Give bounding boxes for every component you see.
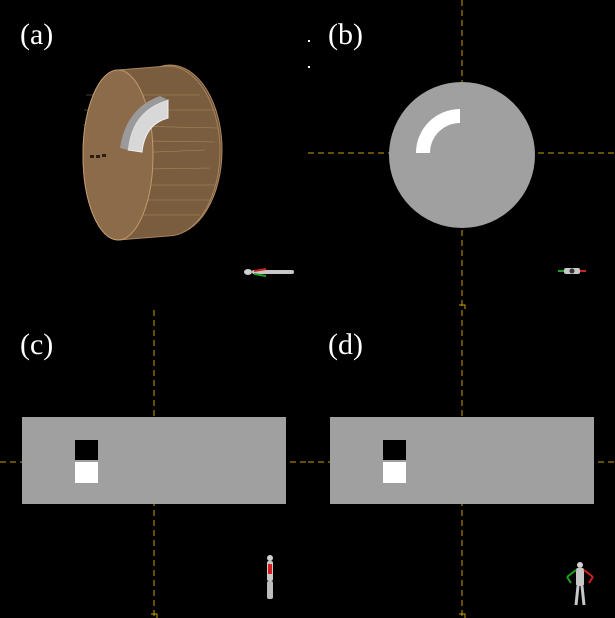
void-insert [383,440,406,460]
sphere-cross-section [389,82,535,228]
panel-b: (b) [308,0,615,309]
panel-c-graphic [0,310,307,618]
panel-c: (c) [0,310,307,618]
speck-1 [308,40,310,42]
crosshair-tick [459,304,466,309]
orientation-figure-icon [558,268,586,274]
panel-d: (d) [308,310,615,618]
white-insert [75,462,98,483]
panel-label-b: (b) [328,18,363,51]
white-insert [383,462,406,483]
panel-label-d: (d) [328,328,363,361]
panel-b-graphic [308,0,615,309]
panel-label-c: (c) [20,328,54,361]
panel-label-a: (a) [20,18,54,51]
orientation-figure-icon [267,555,273,599]
cylinder-markers [90,154,106,158]
speck-2 [308,66,310,68]
orientation-figure-icon [566,562,594,606]
crosshair-tick [151,613,158,618]
panel-a-graphic [82,64,294,277]
curved-insert-shadow [120,96,168,150]
panel-a: (a) [0,0,307,309]
orientation-figure-icon [244,268,294,277]
void-insert [75,440,98,460]
curved-insert [127,99,169,153]
panel-d-graphic [308,310,615,618]
slab-cross-section [330,417,594,504]
arc-insert [416,109,460,153]
slab-cross-section [22,417,286,504]
crosshair-tick [459,613,466,618]
